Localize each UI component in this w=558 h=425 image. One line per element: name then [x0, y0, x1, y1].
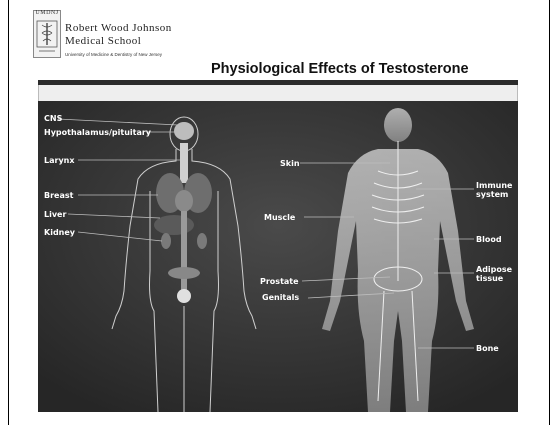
umdnj-logo: UMDNJ Robert Wood Johnson Medical School… [33, 10, 211, 70]
caduceus-icon [34, 11, 60, 57]
logo-subtitle: University of Medicine & Dentistry of Ne… [65, 52, 162, 57]
logo-emblem: UMDNJ [33, 10, 61, 58]
label-larynx: Larynx [44, 156, 75, 165]
logo-line-2: Medical School [65, 35, 141, 47]
label-breast: Breast [44, 191, 73, 200]
logo-abbr: UMDNJ [34, 10, 60, 16]
label-genitals: Genitals [262, 293, 299, 302]
logo-line-1: Robert Wood Johnson [65, 22, 172, 34]
figure-top-band [38, 85, 518, 101]
slide-title: Physiological Effects of Testosterone [211, 61, 469, 77]
label-skin: Skin [280, 159, 300, 168]
label-cns: CNS [44, 114, 62, 123]
label-muscle: Muscle [264, 213, 295, 222]
label-blood: Blood [476, 235, 502, 244]
label-hypothalamus-pituitary: Hypothalamus/pituitary [44, 128, 151, 137]
anatomy-illustration [38, 101, 518, 412]
anatomy-figure: CNS Hypothalamus/pituitary Larynx Breast… [38, 101, 518, 412]
label-immune-system: Immune system [476, 181, 512, 199]
label-adipose-tissue: Adipose tissue [476, 265, 512, 283]
label-bone: Bone [476, 344, 499, 353]
label-liver: Liver [44, 210, 66, 219]
label-prostate: Prostate [260, 277, 299, 286]
label-kidney: Kidney [44, 228, 75, 237]
